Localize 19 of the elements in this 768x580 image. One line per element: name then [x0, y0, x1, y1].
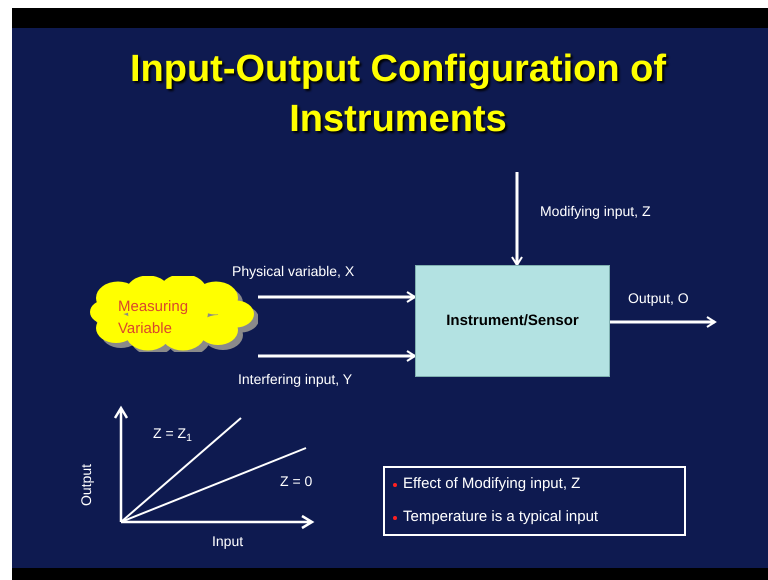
box-label: Instrument/Sensor — [446, 310, 579, 331]
process-box — [415, 265, 610, 377]
arrow — [610, 316, 716, 328]
note-box — [383, 466, 686, 536]
arrow — [258, 350, 416, 362]
bullet-text: Effect of Modifying input, Z — [403, 474, 580, 494]
curve-label: Input — [212, 532, 244, 551]
edge-label: Physical variable, X — [232, 262, 354, 281]
edge-label: Modifying input, Z — [540, 202, 650, 221]
axis-label: Output — [77, 464, 95, 506]
cloud-label: Measuring Variable — [118, 297, 190, 339]
edge-label: Interfering input, Y — [238, 370, 352, 389]
curve-label: Z = 0 — [280, 472, 312, 491]
edge-label: Output, O — [628, 289, 689, 308]
bullet-text: Temperature is a typical input — [403, 507, 598, 528]
curve-label: Z = Z$_{1}$ — [153, 424, 192, 444]
slide-title: Input-Output Configuration of Instruments — [128, 47, 668, 142]
arrow — [511, 172, 523, 266]
arrow — [258, 291, 416, 303]
